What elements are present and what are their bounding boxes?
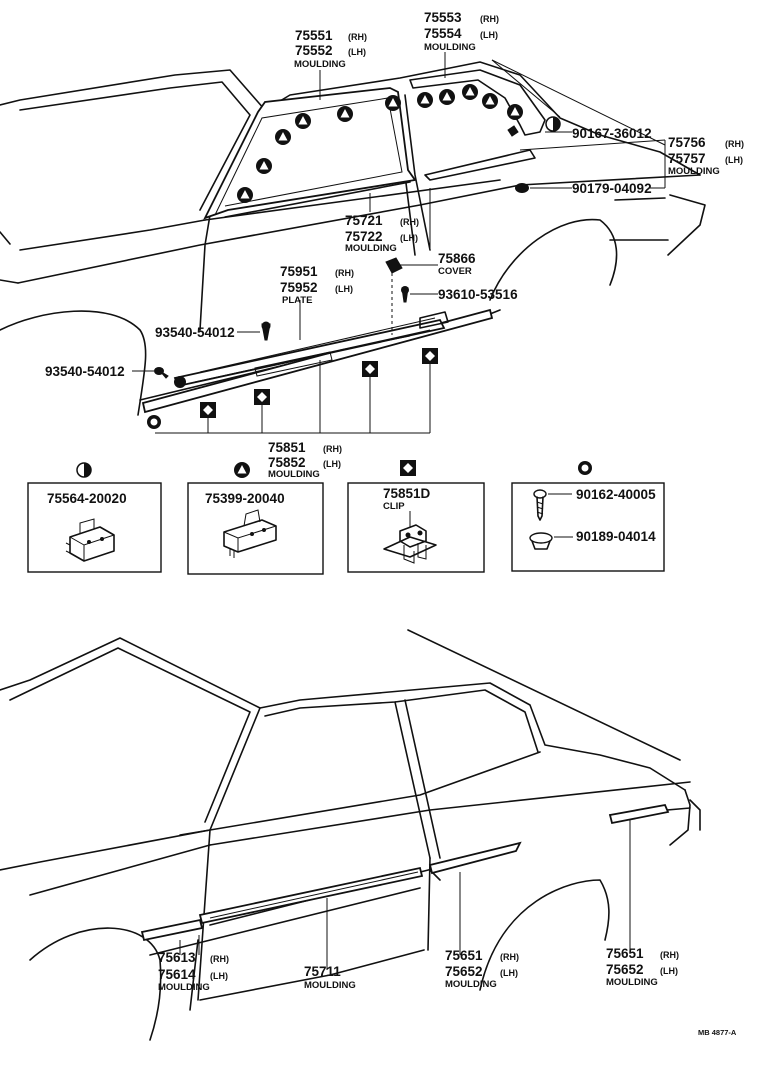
detail-box-4: 90162-40005 90189-04014 xyxy=(511,461,665,572)
part-number: 93610-53516 xyxy=(438,287,518,302)
part-number: 75554 xyxy=(424,26,462,41)
part-name: MOULDING xyxy=(345,243,397,254)
part-number: 75552 xyxy=(295,43,333,58)
part-name: MOULDING xyxy=(294,59,346,70)
window-moulding-rear xyxy=(409,69,546,181)
window-moulding-front xyxy=(203,87,417,220)
clip-illustration xyxy=(65,518,115,562)
svg-text:(LH): (LH) xyxy=(400,233,418,243)
part-name: MOULDING xyxy=(445,979,497,990)
svg-text:(RH): (RH) xyxy=(480,14,499,24)
part-name: MOULDING xyxy=(606,977,658,988)
part-number: 90179-04092 xyxy=(572,181,652,196)
rocker-moulding xyxy=(141,308,494,414)
svg-text:(LH): (LH) xyxy=(500,968,518,978)
part-number: 90167-36012 xyxy=(572,126,652,141)
upper-callouts: 75551 (RH) 75552 (LH) MOULDING 75553 (RH… xyxy=(45,10,744,480)
svg-text:(LH): (LH) xyxy=(323,459,341,469)
part-name: CLIP xyxy=(383,501,405,512)
svg-text:(RH): (RH) xyxy=(335,268,354,278)
svg-text:(LH): (LH) xyxy=(348,47,366,57)
svg-text:(RH): (RH) xyxy=(348,32,367,42)
part-number: 75553 xyxy=(424,10,462,25)
lower-car-body xyxy=(0,629,701,1041)
part-number: 75852 xyxy=(268,455,306,470)
svg-text:(RH): (RH) xyxy=(210,954,229,964)
part-number: 75652 xyxy=(606,962,644,977)
svg-text:(LH): (LH) xyxy=(335,284,353,294)
part-name: MOULDING xyxy=(424,42,476,53)
svg-text:(LH): (LH) xyxy=(660,966,678,976)
reference-code: MB 4877-A xyxy=(698,1028,737,1037)
svg-text:(RH): (RH) xyxy=(500,952,519,962)
svg-text:(RH): (RH) xyxy=(323,444,342,454)
part-number: 75851 xyxy=(268,440,306,455)
part-number: 75652 xyxy=(445,964,483,979)
upper-hardware xyxy=(154,125,529,388)
part-number: 75866 xyxy=(438,251,476,266)
part-name: MOULDING xyxy=(158,982,210,993)
part-number: 75613 xyxy=(158,950,196,965)
part-name: MOULDING xyxy=(304,980,356,991)
part-number: 75651 xyxy=(445,948,483,963)
svg-text:(LH): (LH) xyxy=(725,155,743,165)
part-number: 93540-54012 xyxy=(45,364,125,379)
part-number: 75551 xyxy=(295,28,333,43)
screw-illustration xyxy=(533,489,547,521)
grommet-illustration xyxy=(529,532,553,550)
part-number: 93540-54012 xyxy=(155,325,235,340)
part-number: 90189-04014 xyxy=(576,529,656,544)
part-number: 90162-40005 xyxy=(576,487,656,502)
svg-text:(RH): (RH) xyxy=(725,139,744,149)
svg-text:(LH): (LH) xyxy=(480,30,498,40)
lower-leader-lines xyxy=(179,820,631,970)
part-number: 75757 xyxy=(668,151,706,166)
svg-text:(LH): (LH) xyxy=(210,971,228,981)
clip-illustration xyxy=(383,524,437,564)
part-number: 75851D xyxy=(383,486,431,501)
upper-leader-lines xyxy=(132,52,666,434)
part-number: 75711 xyxy=(304,964,341,979)
part-name: MOULDING xyxy=(268,469,320,480)
part-number: 75399-20040 xyxy=(205,491,285,506)
detail-box-2: 75399-20040 xyxy=(187,462,324,575)
lower-callouts: 75613 (RH) 75614 (LH) MOULDING 75711 MOU… xyxy=(158,946,737,1037)
part-name: MOULDING xyxy=(668,166,720,177)
part-number: 75564-20020 xyxy=(47,491,127,506)
lower-mouldings xyxy=(140,803,670,942)
part-number: 75651 xyxy=(606,946,644,961)
part-name: COVER xyxy=(438,266,472,277)
part-name: PLATE xyxy=(282,295,312,306)
svg-text:(RH): (RH) xyxy=(400,217,419,227)
part-number: 75721 xyxy=(345,213,383,228)
part-number: 75614 xyxy=(158,967,196,982)
part-number: 75951 xyxy=(280,264,318,279)
part-number: 75952 xyxy=(280,280,318,295)
clip-illustration xyxy=(223,509,277,558)
svg-text:(RH): (RH) xyxy=(660,950,679,960)
detail-box-3: 75851D CLIP xyxy=(347,460,485,573)
part-number: 75756 xyxy=(668,135,706,150)
part-number: 75722 xyxy=(345,229,383,244)
detail-box-1: 75564-20020 xyxy=(27,462,162,573)
